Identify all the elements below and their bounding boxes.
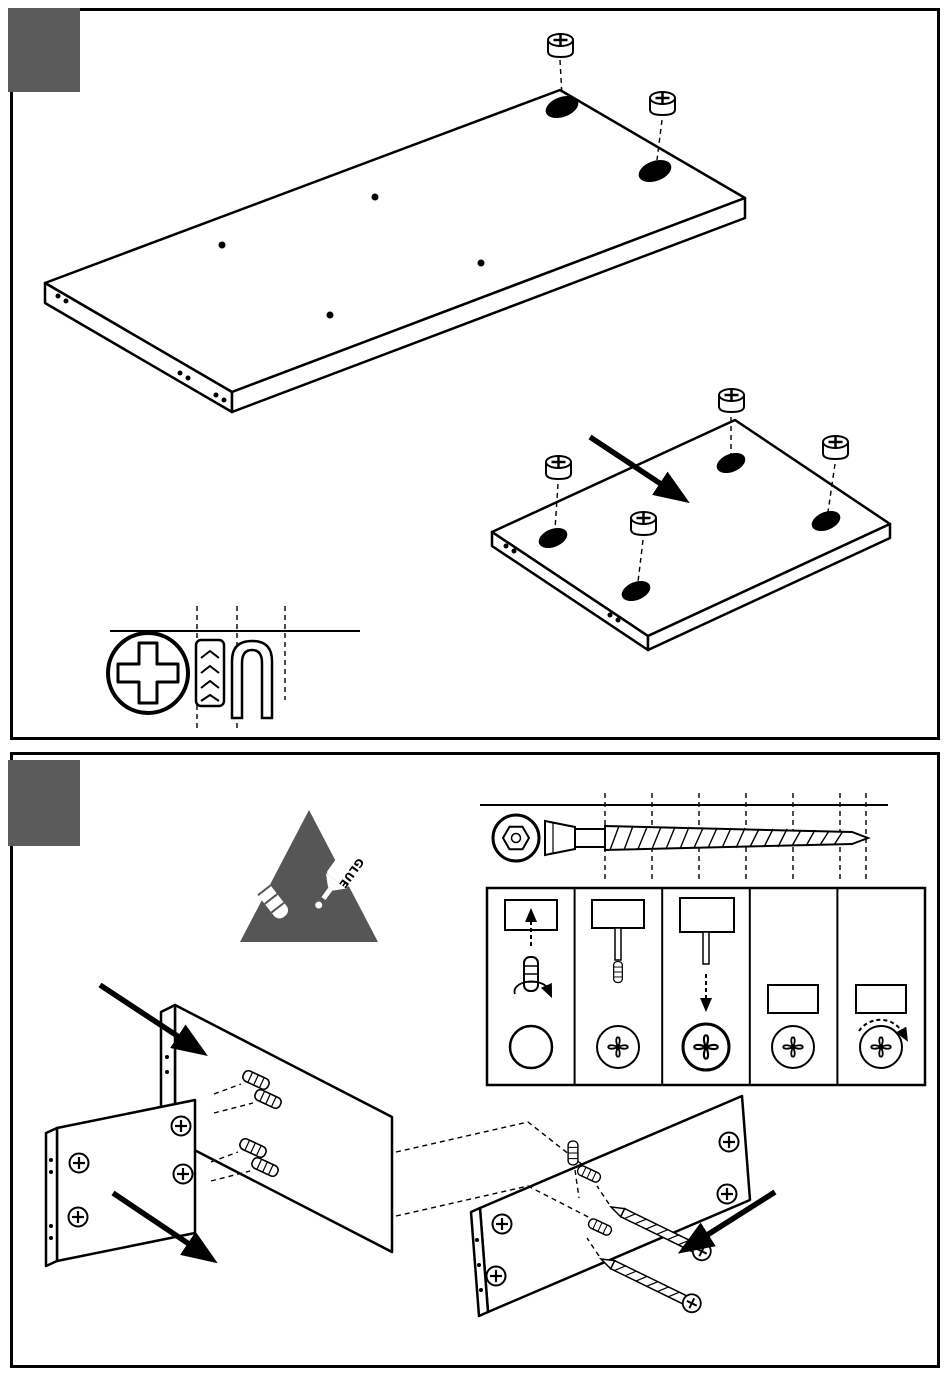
step2-panel (10, 752, 940, 1368)
step1-panel (10, 8, 940, 740)
step1-marker-box (8, 8, 80, 92)
step2-marker-box (8, 760, 80, 846)
